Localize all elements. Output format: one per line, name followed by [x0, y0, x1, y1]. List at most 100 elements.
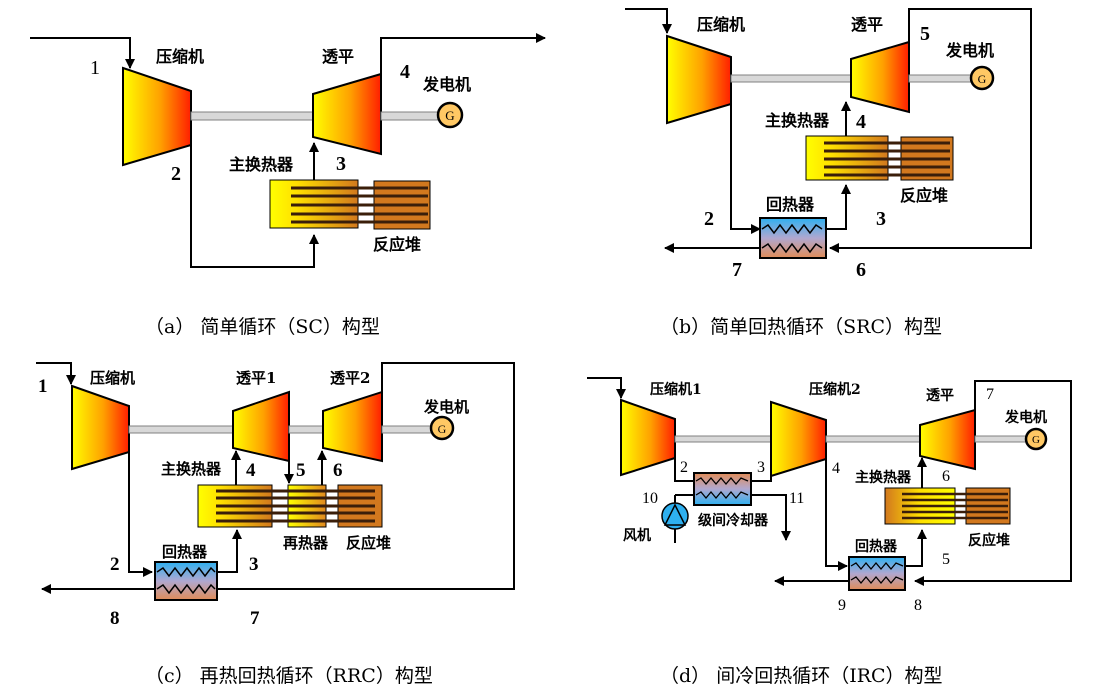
turbine-icon — [850, 40, 910, 114]
generator-label: 发电机 — [422, 75, 471, 94]
shaft — [674, 435, 772, 443]
state-point: 4 — [856, 111, 866, 133]
inlet-line — [625, 8, 672, 34]
panel-a: G 压缩机 透平 发电机 主换热器 反应堆 1 2 3 4 （a） 简单循环（S… — [30, 33, 546, 338]
turbine-label: 透平 — [851, 15, 883, 34]
panel-c: G 压缩机 透平1 透平2 发电机 主换热器 再热器 反应堆 回热器 1 2 3… — [36, 362, 515, 687]
compressor-label: 压缩机 — [156, 47, 204, 66]
recuperator-coil — [156, 566, 216, 578]
state-point: 5 — [942, 551, 950, 568]
intercooler-coil — [695, 490, 749, 500]
generator-label: 发电机 — [1004, 409, 1047, 426]
compressor2-icon — [770, 400, 827, 478]
state-point: 9 — [838, 597, 846, 614]
state-point: 7 — [250, 608, 260, 629]
compressor-icon — [71, 384, 130, 471]
compressor-icon — [666, 34, 732, 125]
shaft — [730, 74, 852, 83]
intercooler-label: 级间冷却器 — [698, 512, 769, 529]
recuperator-icon — [759, 217, 827, 259]
recuperator-coil — [761, 242, 823, 254]
panel-d: G 压缩机1 压缩机2 透平 发电机 主换热器 反应堆 回热器 — [587, 377, 1072, 687]
line-4-to-recuperator — [825, 459, 848, 571]
generator-symbol: G — [978, 72, 987, 86]
compressor1-label: 压缩机1 — [650, 381, 702, 398]
fuel-rods — [824, 141, 950, 177]
intercooler-icon — [693, 472, 752, 506]
recuperator-coil — [850, 561, 904, 571]
shaft — [380, 111, 439, 121]
caption-d: （d） 间冷回热循环（IRC）构型 — [660, 665, 943, 687]
line-3-to-hx — [217, 529, 242, 573]
shaft — [825, 435, 927, 443]
state-point: 2 — [171, 163, 181, 185]
outlet-line-11 — [751, 494, 791, 541]
shaft — [381, 425, 433, 434]
panel-b: G 压缩机 透平 发电机 主换热器 反应堆 回热器 2 3 4 5 6 7 （b… — [625, 8, 1032, 338]
state-point: 3 — [249, 554, 259, 575]
fuel-rods — [291, 186, 428, 224]
state-point: 2 — [704, 208, 714, 230]
turbine-label: 透平 — [322, 47, 354, 66]
state-point: 3 — [876, 208, 886, 230]
state-point: 6 — [942, 468, 950, 485]
caption-b: （b）简单回热循环（SRC）构型 — [660, 316, 942, 338]
recuperator-coil — [850, 575, 904, 585]
fuel-rods — [902, 492, 1008, 520]
state-point: 4 — [400, 61, 410, 83]
state-point: 1 — [90, 57, 100, 79]
reactor-label: 反应堆 — [346, 534, 391, 552]
state-point: 2 — [110, 554, 120, 575]
fan-label: 风机 — [623, 527, 651, 544]
state-point: 5 — [296, 460, 306, 481]
turbine2-label: 透平2 — [330, 369, 370, 387]
shaft — [288, 425, 324, 434]
generator-icon — [429, 415, 455, 441]
generator-symbol: G — [1032, 434, 1040, 446]
generator-symbol: G — [445, 108, 454, 123]
state-point: 7 — [732, 259, 742, 281]
generator-label: 发电机 — [945, 41, 994, 60]
line-2-to-recuperator — [128, 452, 153, 577]
line-6-to-7 — [217, 362, 515, 590]
state-point: 10 — [642, 490, 658, 507]
state-point: 5 — [920, 23, 930, 45]
recuperator-label: 回热器 — [766, 195, 815, 214]
fan-triangle — [663, 503, 687, 526]
line-2-to-hx — [190, 145, 319, 268]
shaft — [974, 435, 1028, 443]
recuperator-coil — [156, 583, 216, 595]
line-intercooler-to-3 — [751, 476, 772, 482]
line-3-to-hx — [826, 184, 851, 230]
state-point: 7 — [986, 386, 994, 403]
turbine-label: 透平 — [926, 388, 954, 404]
compressor-icon — [122, 66, 192, 167]
shaft — [190, 111, 314, 121]
generator-icon — [436, 101, 464, 129]
inlet-line-1 — [36, 362, 76, 385]
main-hx-label: 主换热器 — [855, 469, 912, 486]
state-point: 1 — [38, 376, 48, 397]
outlet-line-4 — [380, 33, 546, 74]
generator-symbol: G — [438, 422, 447, 436]
reactor-label: 反应堆 — [373, 235, 421, 254]
caption-c: （c） 再热回热循环（RRC）构型 — [145, 665, 433, 687]
compressor2-label: 压缩机2 — [809, 381, 861, 398]
line-2-to-intercooler — [674, 458, 694, 482]
state-point: 8 — [914, 597, 922, 614]
generator-icon — [969, 65, 995, 91]
recuperator-label: 回热器 — [855, 538, 898, 555]
state-point: 8 — [110, 608, 120, 629]
line-5-to-hx — [905, 529, 927, 567]
main-hx-label: 主换热器 — [161, 460, 222, 478]
main-hx-label: 主换热器 — [229, 155, 294, 174]
compressor1-icon — [620, 398, 676, 477]
line-2-to-recuperator — [730, 104, 761, 234]
state-point: 11 — [789, 490, 804, 507]
recuperator-coil — [761, 223, 823, 235]
reactor-label: 反应堆 — [900, 186, 948, 205]
recuperator-label: 回热器 — [162, 543, 208, 561]
turbine2-icon — [322, 390, 383, 463]
state-point: 2 — [680, 459, 688, 476]
